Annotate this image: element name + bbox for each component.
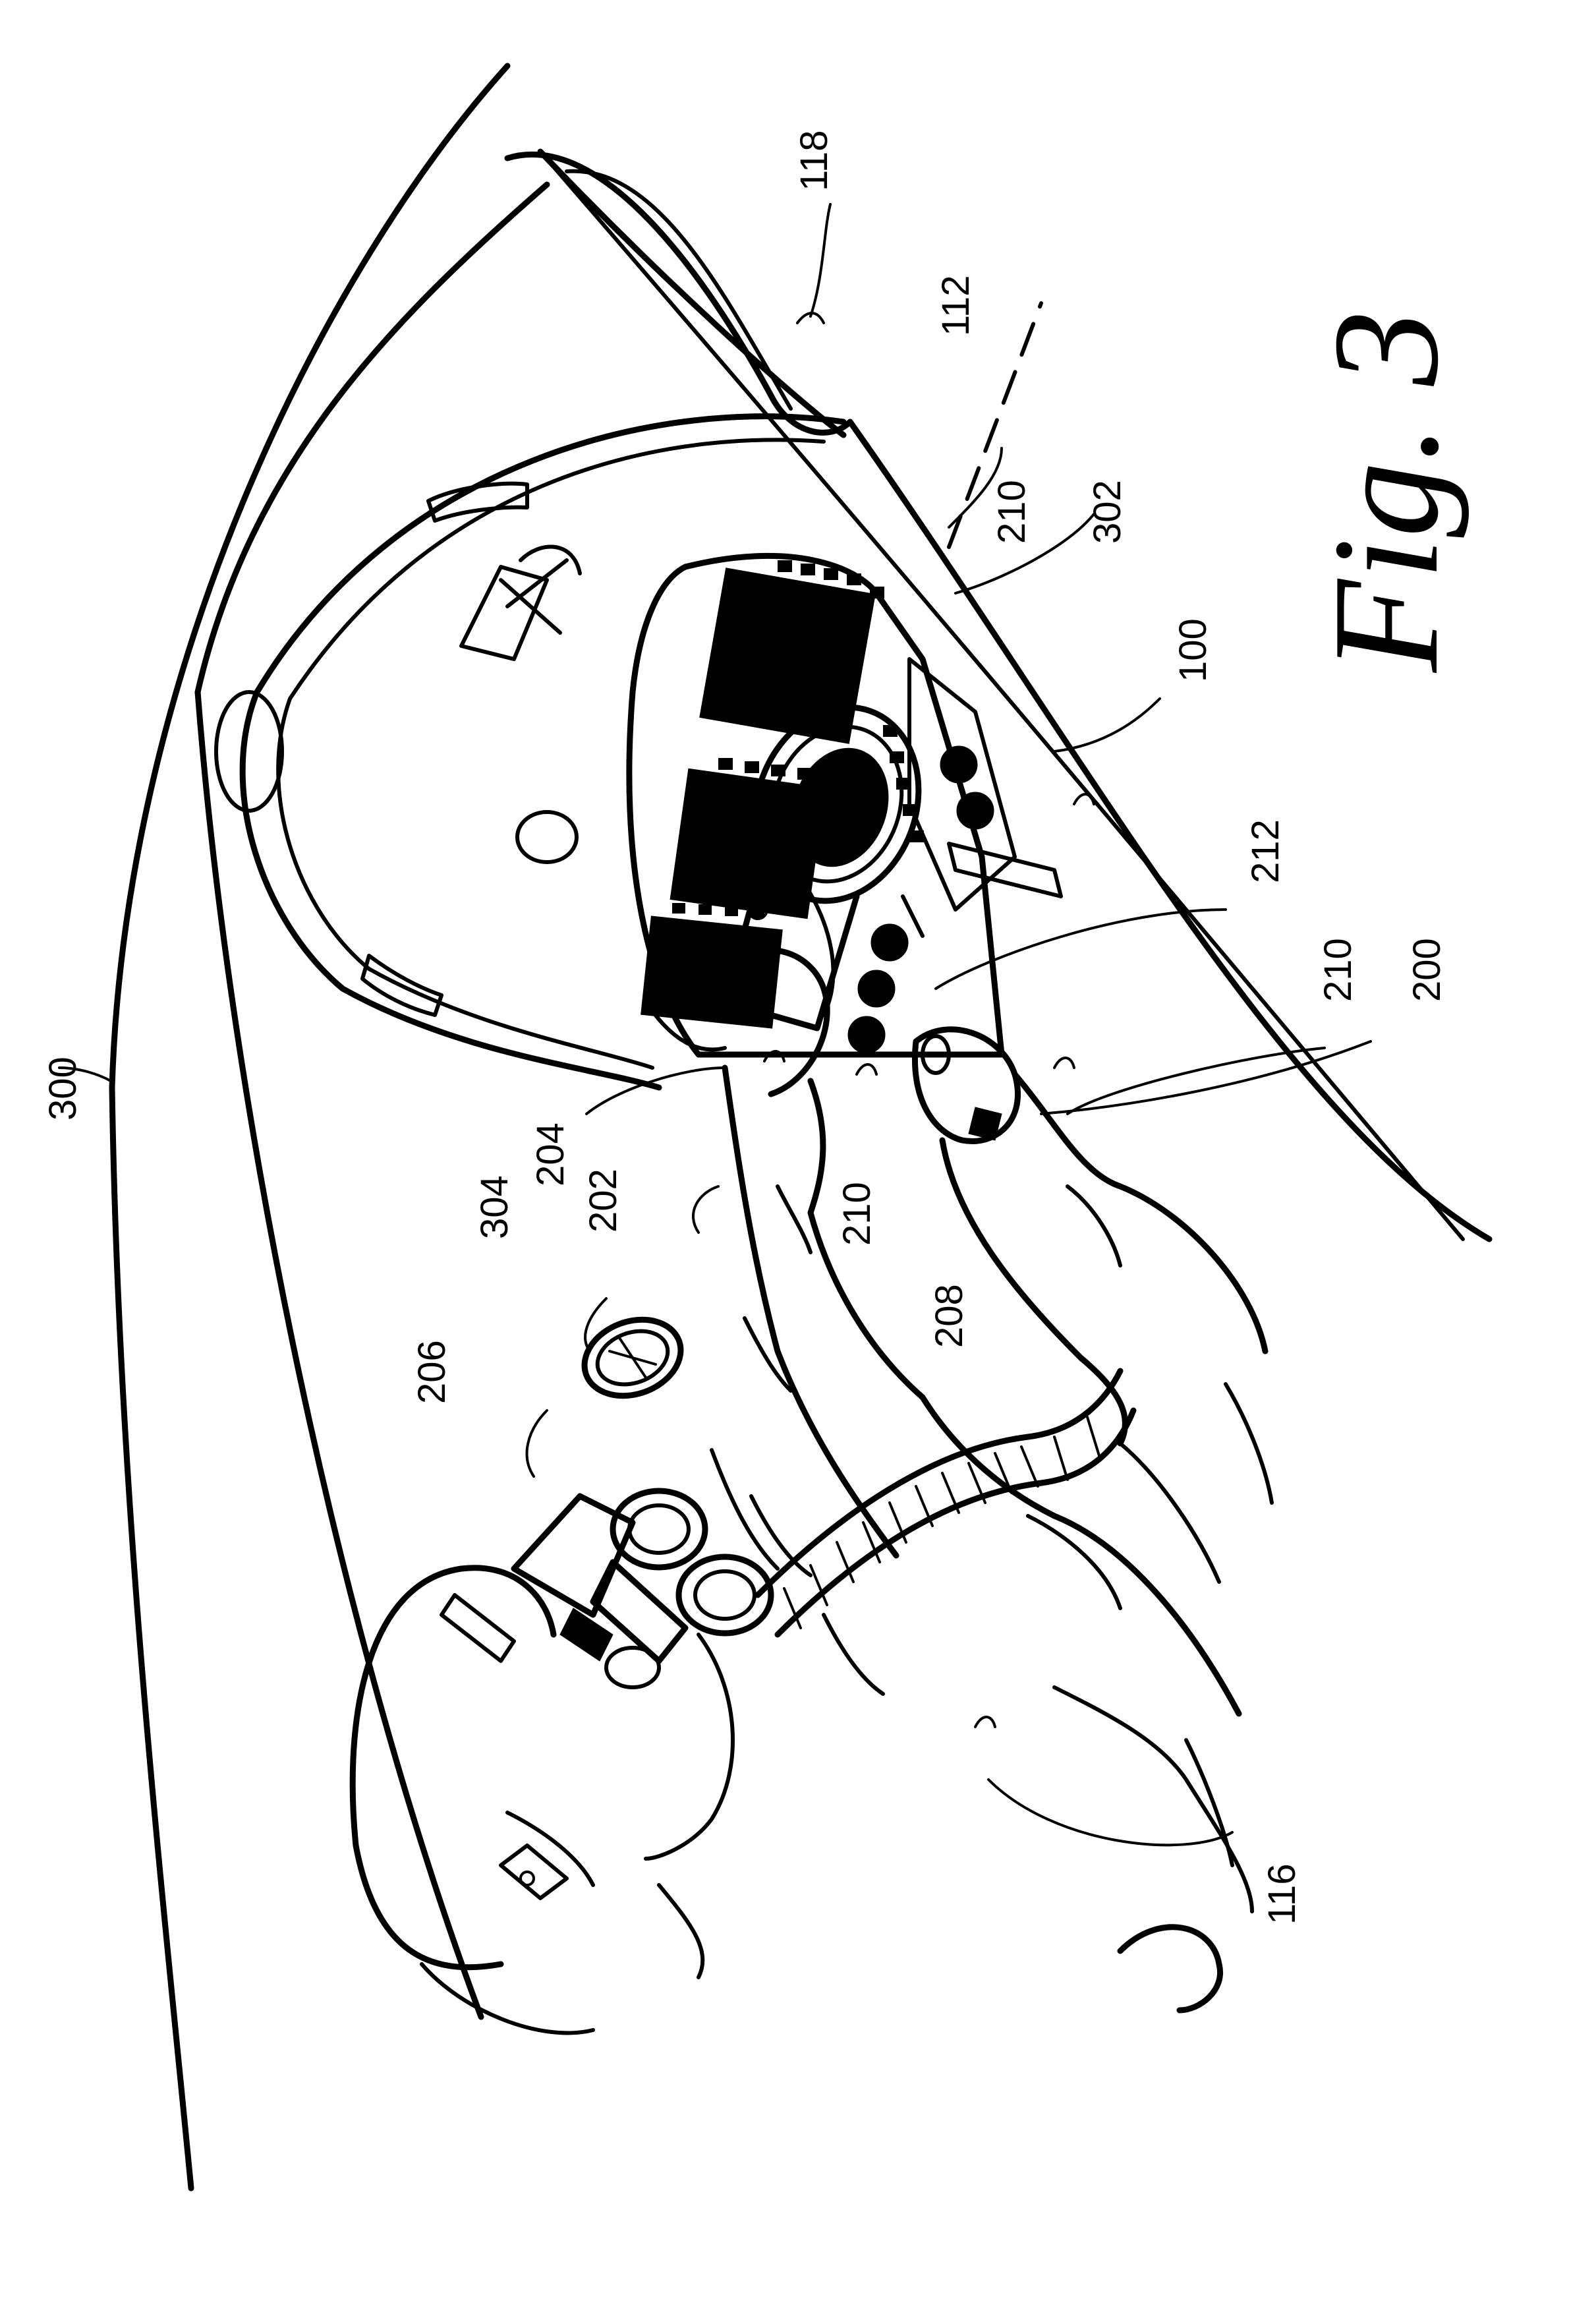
- console-knobs: [847, 894, 925, 1054]
- secondary-display: [581, 1316, 684, 1399]
- canopy-frame: [194, 148, 1493, 2020]
- mfd-screen-lower: [641, 915, 783, 1029]
- ref-300: 300: [42, 1057, 84, 1120]
- mfd-screen-upper: [699, 567, 876, 744]
- boresight-line: [947, 301, 1043, 549]
- pilot-helmet: [349, 1565, 735, 2035]
- ref-202: 202: [582, 1169, 625, 1233]
- ref-208: 208: [928, 1284, 971, 1348]
- figure-caption: Fig. 3: [1301, 310, 1469, 674]
- hand-controller: [912, 1026, 1021, 1144]
- ref-304: 304: [473, 1175, 516, 1239]
- reference-numerals: 300 304 206 202 204 210 208 210 200 212 …: [42, 131, 1448, 1925]
- ref-210-upper: 210: [990, 480, 1033, 544]
- ref-212: 212: [1244, 819, 1287, 883]
- ref-210-lower: 210: [1317, 938, 1359, 1002]
- display-module: [722, 704, 922, 1031]
- ref-118: 118: [793, 131, 836, 191]
- ref-204: 204: [529, 1122, 572, 1186]
- ref-100: 100: [1172, 618, 1214, 682]
- oxygen-hose: [755, 1368, 1137, 1638]
- pilot-arm: [722, 947, 926, 1559]
- pilot-torso: [710, 1071, 1274, 2014]
- ref-302: 302: [1086, 480, 1129, 544]
- canopy-outer-line: [109, 63, 511, 2192]
- hud-combiner: [459, 544, 582, 864]
- night-vision-goggles: [440, 1488, 774, 1689]
- ref-116: 116: [1261, 1864, 1303, 1925]
- ref-112: 112: [934, 276, 977, 336]
- leader-lines: [58, 203, 1372, 1847]
- ref-206: 206: [411, 1340, 453, 1404]
- windscreen-arch: [214, 413, 847, 1091]
- ref-200: 200: [1406, 938, 1448, 1002]
- ref-210-left: 210: [836, 1182, 878, 1246]
